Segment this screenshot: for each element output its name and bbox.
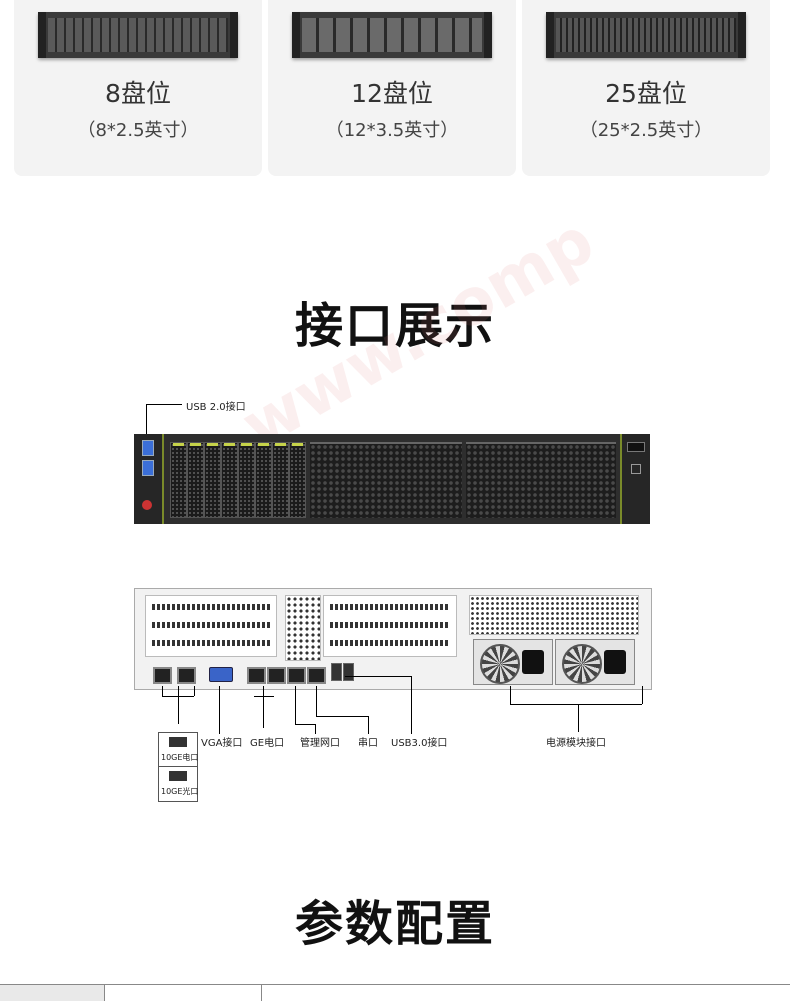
params-table <box>0 984 790 1001</box>
drive-bay <box>221 442 238 518</box>
drive-bay <box>272 442 289 518</box>
pcie-riser <box>323 595 457 657</box>
power-button-icon <box>631 464 641 474</box>
usb2-port <box>142 460 154 476</box>
usb3-port <box>343 663 354 681</box>
server-front-view <box>134 434 650 524</box>
server-12bay-image <box>292 12 492 58</box>
table-header-cell <box>0 985 105 1001</box>
legend-10ge-fiber: 10GE光口 <box>158 766 198 802</box>
brand-logo-icon <box>142 500 152 510</box>
legend-10ge-copper: 10GE电口 <box>158 732 198 768</box>
drive-bay <box>238 442 255 518</box>
label-ge: GE电口 <box>250 738 285 749</box>
pcie-riser <box>145 595 277 657</box>
server-25bay-image <box>546 12 746 58</box>
drive-bay <box>187 442 204 518</box>
usb2-port <box>142 440 154 456</box>
drive-bay <box>170 442 187 518</box>
rear-top-vent <box>469 595 639 635</box>
label-mgmt: 管理网口 <box>300 738 340 749</box>
card-subtitle: （12*3.5英寸） <box>325 120 459 141</box>
10ge-port <box>177 667 196 684</box>
product-card-12bay: 12盘位 （12*3.5英寸） <box>268 0 516 176</box>
label-serial: 串口 <box>358 738 378 749</box>
ge-port <box>267 667 286 684</box>
server-rear-view <box>134 588 652 690</box>
drive-bay <box>289 442 306 518</box>
card-subtitle: （8*2.5英寸） <box>77 120 199 141</box>
10ge-port <box>153 667 172 684</box>
front-left-panel <box>134 434 164 524</box>
front-mesh-panel <box>310 442 462 518</box>
psu-module <box>555 639 635 685</box>
rear-vent <box>285 595 321 661</box>
drive-bay <box>255 442 272 518</box>
params-heading: 参数配置 <box>294 896 495 952</box>
interfaces-heading: 接口展示 <box>294 298 495 354</box>
card-title: 12盘位 <box>351 79 433 108</box>
drive-bay <box>204 442 221 518</box>
server-8bay-image <box>38 12 238 58</box>
product-card-8bay: 8盘位 （8*2.5英寸） <box>14 0 262 176</box>
label-10ge-copper: 10GE电口 <box>161 753 199 762</box>
card-subtitle: （25*2.5英寸） <box>579 120 713 141</box>
mgmt-port <box>287 667 306 684</box>
front-right-panel <box>620 434 650 524</box>
table-cell <box>105 985 262 1001</box>
label-power: 电源模块接口 <box>546 738 606 749</box>
vga-port <box>209 667 233 682</box>
card-title: 8盘位 <box>105 79 171 108</box>
card-title: 25盘位 <box>605 79 687 108</box>
label-vga: VGA接口 <box>201 738 243 749</box>
product-card-25bay: 25盘位 （25*2.5英寸） <box>522 0 770 176</box>
usb3-port <box>331 663 342 681</box>
label-10ge-fiber: 10GE光口 <box>161 787 199 796</box>
status-display <box>627 442 645 452</box>
label-usb2: USB 2.0接口 <box>186 402 246 413</box>
psu-module <box>473 639 553 685</box>
ge-port <box>247 667 266 684</box>
serial-port <box>307 667 326 684</box>
label-usb3: USB3.0接口 <box>391 738 448 749</box>
front-mesh-panel <box>466 442 616 518</box>
